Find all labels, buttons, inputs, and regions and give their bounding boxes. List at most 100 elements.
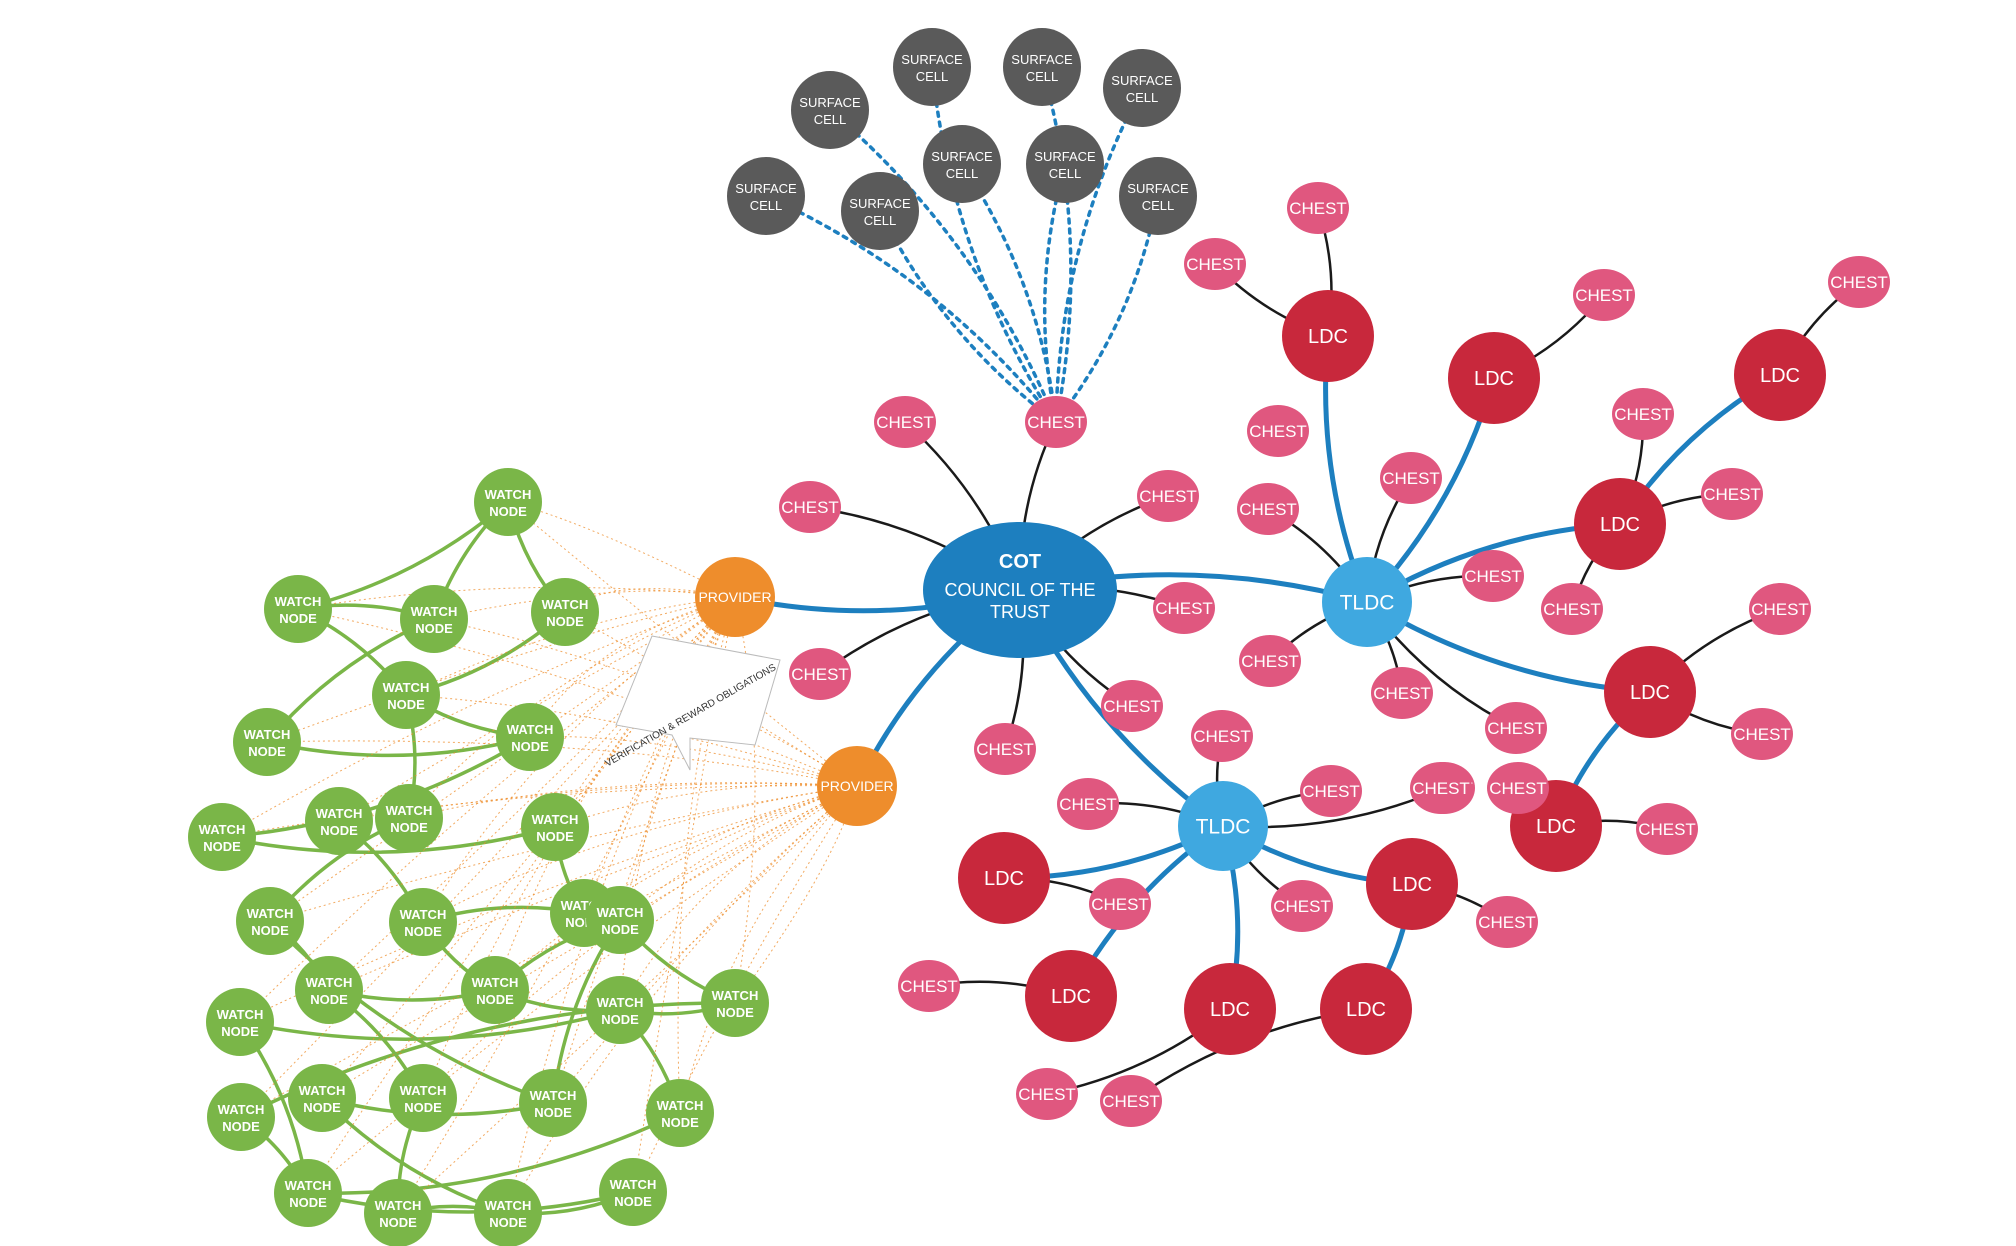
chest-circle	[1410, 762, 1472, 814]
ldc-node[interactable]: LDC	[1320, 963, 1412, 1055]
cot-label-line: TRUST	[990, 602, 1050, 622]
ldc-node[interactable]: LDC	[1184, 963, 1276, 1055]
chest-circle	[789, 648, 851, 700]
tldc-node[interactable]: TLDC	[1178, 781, 1268, 871]
ldc-node[interactable]: LDC	[1604, 646, 1696, 738]
chest-node[interactable]: CHEST	[1101, 680, 1163, 732]
chest-node[interactable]: CHEST	[1380, 452, 1442, 504]
watch-circle	[461, 956, 529, 1024]
chest-node[interactable]: CHEST	[1271, 880, 1333, 932]
chest-node[interactable]: CHEST	[1731, 708, 1793, 760]
chest-node[interactable]: CHEST	[1100, 1075, 1162, 1127]
chest-node[interactable]: CHEST	[1239, 635, 1301, 687]
chest-node[interactable]: CHEST	[1701, 468, 1763, 520]
chest-node[interactable]: CHEST	[1153, 582, 1215, 634]
chest-node[interactable]: CHEST	[1749, 583, 1811, 635]
chest-node[interactable]: CHEST	[1300, 765, 1362, 817]
ldc-node[interactable]: LDC	[1448, 332, 1540, 424]
chest-node[interactable]: CHEST	[1025, 396, 1087, 448]
chest-node[interactable]: CHEST	[1237, 483, 1299, 535]
ldc-node[interactable]: LDC	[1574, 478, 1666, 570]
ldc-node[interactable]: LDC	[958, 832, 1050, 924]
chest-node[interactable]: CHEST	[1541, 583, 1603, 635]
chest-node[interactable]: CHEST	[974, 723, 1036, 775]
provider-circle	[695, 557, 775, 637]
chest-node[interactable]: CHEST	[1191, 710, 1253, 762]
watch-label: WATCH	[610, 1177, 657, 1192]
chest-node[interactable]: CHEST	[898, 960, 960, 1012]
chest-node[interactable]: CHEST	[1137, 470, 1199, 522]
chest-label: CHEST	[1193, 727, 1251, 746]
chest-label: CHEST	[1412, 779, 1470, 798]
chest-node[interactable]: CHEST	[1410, 762, 1472, 814]
fan-prov1-w14	[583, 596, 736, 914]
chest-node[interactable]: CHEST	[1573, 269, 1635, 321]
chest-node[interactable]: CHEST	[1371, 667, 1433, 719]
chest-node[interactable]: CHEST	[1636, 803, 1698, 855]
chest-node[interactable]: CHEST	[1247, 405, 1309, 457]
chest-node[interactable]: CHEST	[1487, 762, 1549, 814]
chest-node[interactable]: CHEST	[1089, 878, 1151, 930]
ldc-node[interactable]: LDC	[1366, 838, 1458, 930]
ldc-node[interactable]: LDC	[1282, 290, 1374, 382]
chest-node[interactable]: CHEST	[1828, 256, 1890, 308]
provider-node[interactable]: PROVIDER	[695, 557, 775, 637]
chest-node[interactable]: CHEST	[1016, 1068, 1078, 1120]
chest-circle	[1247, 405, 1309, 457]
chest-node[interactable]: CHEST	[789, 648, 851, 700]
ldc-node[interactable]: LDC	[1734, 329, 1826, 421]
tldc-circle	[1178, 781, 1268, 871]
watch-label: WATCH	[400, 1083, 447, 1098]
chest-node[interactable]: CHEST	[1485, 702, 1547, 754]
chest-node[interactable]: CHEST	[1287, 182, 1349, 234]
chest-node[interactable]: CHEST	[1612, 388, 1674, 440]
provider-node[interactable]: PROVIDER	[817, 746, 897, 826]
chest-node[interactable]: CHEST	[1476, 896, 1538, 948]
tldc-node[interactable]: TLDC	[1322, 557, 1412, 647]
chest-node[interactable]: CHEST	[1184, 238, 1246, 290]
chest-node[interactable]: CHEST	[779, 481, 841, 533]
chest-node[interactable]: CHEST	[1057, 778, 1119, 830]
chest-node[interactable]: CHEST	[1462, 550, 1524, 602]
ldc-node[interactable]: LDC	[1025, 950, 1117, 1042]
chest-node[interactable]: CHEST	[874, 396, 936, 448]
